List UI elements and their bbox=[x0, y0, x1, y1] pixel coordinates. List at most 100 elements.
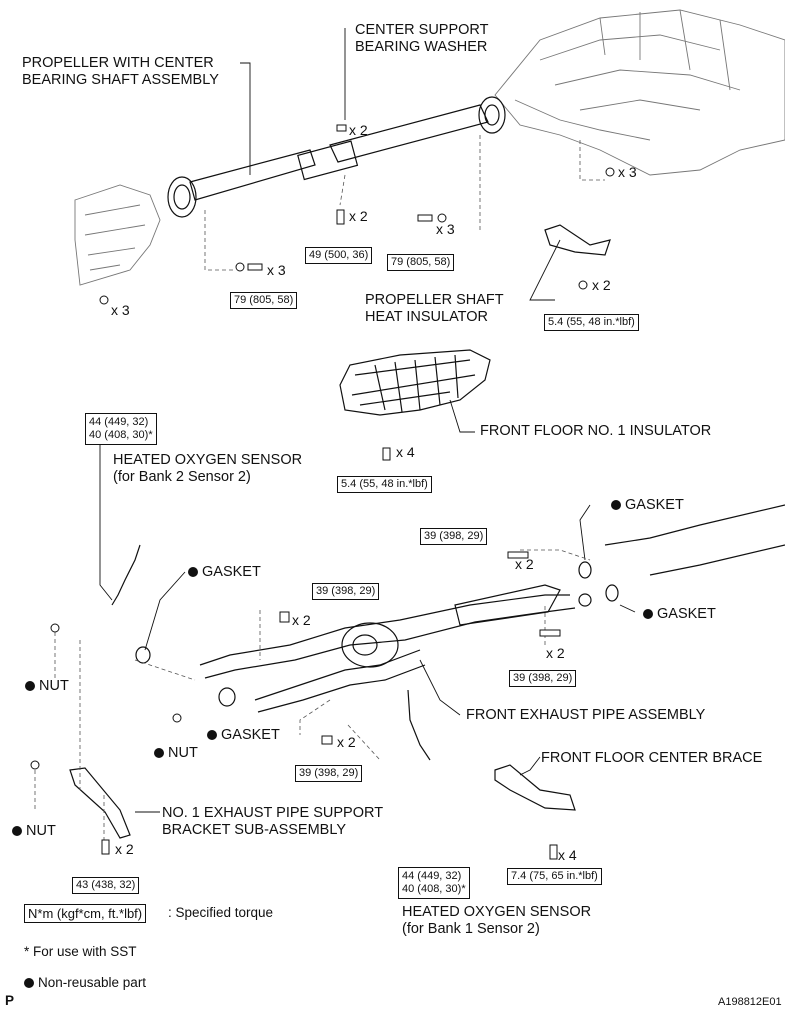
nut-icon-lower bbox=[30, 760, 40, 770]
torque-box-pipe-upper-right: 39 (398, 29) bbox=[420, 528, 488, 545]
non-reusable-dot-icon bbox=[25, 681, 35, 691]
oxygen-sensor-bank1-wire bbox=[407, 689, 431, 761]
bolt-icon-center bbox=[336, 209, 345, 225]
gasket-ring-right bbox=[605, 584, 619, 602]
qty-center-bolts: x 2 bbox=[349, 208, 368, 224]
nut-text: NUT bbox=[39, 678, 69, 694]
label-center-support-bearing-washer: CENTER SUPPORT BEARING WASHER bbox=[355, 22, 489, 55]
non-reusable-dot-icon bbox=[24, 978, 34, 988]
label-front-floor-no1-insulator: FRONT FLOOR NO. 1 INSULATOR bbox=[480, 423, 712, 439]
page-letter: P bbox=[5, 993, 15, 1008]
legend-specified-torque: : Specified torque bbox=[168, 905, 274, 920]
torque-value-line: 44 (449, 32) bbox=[89, 416, 149, 428]
qty-bracket-bolts: x 2 bbox=[115, 841, 134, 857]
non-reusable-dot-icon bbox=[188, 567, 198, 577]
legend-torque-unit-box: N*m (kgf*cm, ft.*lbf) bbox=[24, 904, 147, 923]
torque-box-heat-insulator: 5.4 (55, 48 in.*lbf) bbox=[544, 314, 639, 331]
nut-icon-insulator bbox=[578, 280, 588, 290]
support-bracket-drawing bbox=[69, 767, 131, 839]
gasket-text: GASKET bbox=[221, 727, 280, 743]
bolt-icon-floor bbox=[382, 447, 391, 461]
torque-value-line: 44 (449, 32) bbox=[402, 870, 462, 882]
torque-box-o2-bank1: 44 (449, 32) 40 (408, 30)* bbox=[398, 867, 470, 899]
propeller-shaft-drawing bbox=[167, 96, 506, 218]
label-oxygen-sensor-bank2: HEATED OXYGEN SENSOR (for Bank 2 Sensor … bbox=[113, 452, 303, 485]
gasket-ring-left bbox=[135, 646, 151, 664]
torque-box-rear-flange: 79 (805, 58) bbox=[387, 254, 455, 271]
nut-icon-front bbox=[99, 295, 109, 305]
nut-text: NUT bbox=[168, 745, 198, 761]
torque-box-o2-bank2: 44 (449, 32) 40 (408, 30)* bbox=[85, 413, 157, 445]
legend-non-reusable: Non-reusable part bbox=[24, 975, 146, 990]
bolt-icon-upper-right bbox=[507, 551, 529, 559]
label-front-exhaust-pipe-assembly: FRONT EXHAUST PIPE ASSEMBLY bbox=[466, 707, 706, 723]
nut-icon-left bbox=[50, 623, 60, 633]
label-gasket-upper-right: GASKET bbox=[611, 497, 684, 514]
qty-washer: x 2 bbox=[349, 122, 368, 138]
nut-icon-rear bbox=[605, 167, 615, 177]
label-nut-left: NUT bbox=[25, 678, 69, 695]
qty-floor-bolts: x 4 bbox=[396, 444, 415, 460]
qty-brace-bolts: x 4 bbox=[558, 847, 577, 863]
qty-front-flange-bolts: x 3 bbox=[267, 262, 286, 278]
qty-insulator-nuts: x 2 bbox=[592, 277, 611, 293]
nut-text: NUT bbox=[26, 823, 56, 839]
torque-box-bracket: 43 (438, 32) bbox=[72, 877, 140, 894]
torque-box-floor-insulator: 5.4 (55, 48 in.*lbf) bbox=[337, 476, 432, 493]
front-floor-center-brace-drawing bbox=[494, 764, 576, 811]
non-reusable-dot-icon bbox=[12, 826, 22, 836]
figure-id: A198812E01 bbox=[718, 996, 782, 1008]
bolt-icon-right bbox=[539, 629, 561, 637]
bolt-icon-lower bbox=[321, 735, 333, 745]
torque-box-front-flange: 79 (805, 58) bbox=[230, 292, 298, 309]
engine-illustration bbox=[494, 9, 785, 176]
torque-value-line-sst: 40 (408, 30)* bbox=[402, 883, 466, 895]
label-propeller-shaft-heat-insulator: PROPELLER SHAFT HEAT INSULATOR bbox=[365, 292, 504, 325]
rear-pipe-upper bbox=[604, 504, 785, 546]
torque-value-line-sst: 40 (408, 30)* bbox=[89, 429, 153, 441]
label-nut-middle: NUT bbox=[154, 745, 198, 762]
qty-upper-mid-bolts: x 2 bbox=[292, 612, 311, 628]
label-oxygen-sensor-bank1: HEATED OXYGEN SENSOR (for Bank 1 Sensor … bbox=[402, 904, 592, 937]
propeller-shaft-heat-insulator-drawing bbox=[544, 224, 611, 256]
torque-box-pipe-lower: 39 (398, 29) bbox=[295, 765, 363, 782]
non-reusable-dot-icon bbox=[643, 609, 653, 619]
front-exhaust-pipe-drawing bbox=[199, 584, 592, 713]
front-floor-insulator-drawing bbox=[339, 349, 491, 416]
qty-lower-bolts: x 2 bbox=[337, 734, 356, 750]
gasket-text: GASKET bbox=[202, 564, 261, 580]
bolt-icon-upper-mid bbox=[279, 611, 290, 623]
qty-rear-nuts: x 3 bbox=[618, 164, 637, 180]
gasket-ring-lower bbox=[218, 687, 236, 707]
qty-right-bolts: x 2 bbox=[546, 645, 565, 661]
gasket-text: GASKET bbox=[625, 497, 684, 513]
non-reusable-dot-icon bbox=[207, 730, 217, 740]
washer-icon bbox=[336, 124, 347, 132]
gasket-text: GASKET bbox=[657, 606, 716, 622]
rear-pipe-lower bbox=[649, 544, 785, 576]
label-exhaust-pipe-support-bracket: NO. 1 EXHAUST PIPE SUPPORT BRACKET SUB-A… bbox=[162, 805, 384, 838]
nut-icon-middle bbox=[172, 713, 182, 723]
label-propeller-shaft-assembly: PROPELLER WITH CENTER BEARING SHAFT ASSE… bbox=[22, 55, 219, 88]
oxygen-sensor-bank2-wire bbox=[111, 544, 141, 606]
label-gasket-lower: GASKET bbox=[207, 727, 280, 744]
bolt-icon-rear-flange bbox=[417, 214, 433, 222]
non-reusable-text: Non-reusable part bbox=[38, 975, 147, 990]
non-reusable-dot-icon bbox=[154, 748, 164, 758]
transmission-illustration bbox=[74, 184, 161, 286]
washer-icon-rear bbox=[437, 213, 447, 223]
qty-upper-right-bolts: x 2 bbox=[515, 556, 534, 572]
bolt-icon-brace bbox=[549, 844, 558, 860]
qty-rear-flange-bolts: x 3 bbox=[436, 221, 455, 237]
torque-box-pipe-right: 39 (398, 29) bbox=[509, 670, 577, 687]
qty-front-nuts: x 3 bbox=[111, 302, 130, 318]
label-gasket-left: GASKET bbox=[188, 564, 261, 581]
bolt-icon-bracket bbox=[101, 839, 110, 855]
torque-box-pipe-upper-mid: 39 (398, 29) bbox=[312, 583, 380, 600]
label-gasket-right: GASKET bbox=[643, 606, 716, 623]
gasket-ring-upper-right bbox=[578, 561, 592, 579]
non-reusable-dot-icon bbox=[611, 500, 621, 510]
bolt-icon-front-flange bbox=[247, 263, 263, 271]
